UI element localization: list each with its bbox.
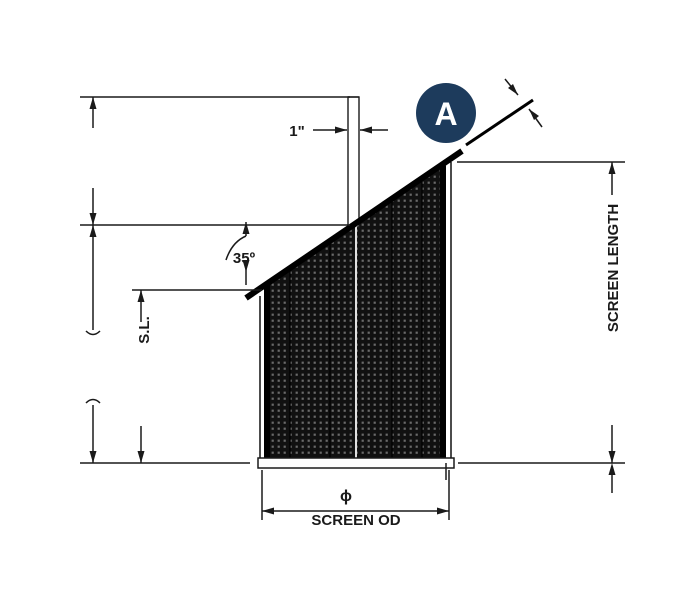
screen-rods — [264, 166, 446, 463]
callout-badge-a: A — [416, 83, 476, 143]
base-plate — [257, 457, 455, 469]
sl-label: S.L. — [136, 316, 153, 344]
angle-label: 35º — [233, 250, 256, 267]
callout-letter: A — [434, 96, 457, 132]
screen-od-dimension — [261, 470, 450, 520]
extension-lines — [80, 96, 625, 291]
top-plate — [244, 98, 534, 301]
thickness-dimension — [313, 126, 388, 134]
screen-length-label: SCREEN LENGTH — [605, 204, 622, 332]
thickness-label: 1" — [289, 123, 304, 140]
screen-od-label: SCREEN OD — [311, 512, 400, 529]
diameter-symbol: ϕ — [340, 488, 352, 505]
left-height-dimension — [85, 97, 101, 463]
